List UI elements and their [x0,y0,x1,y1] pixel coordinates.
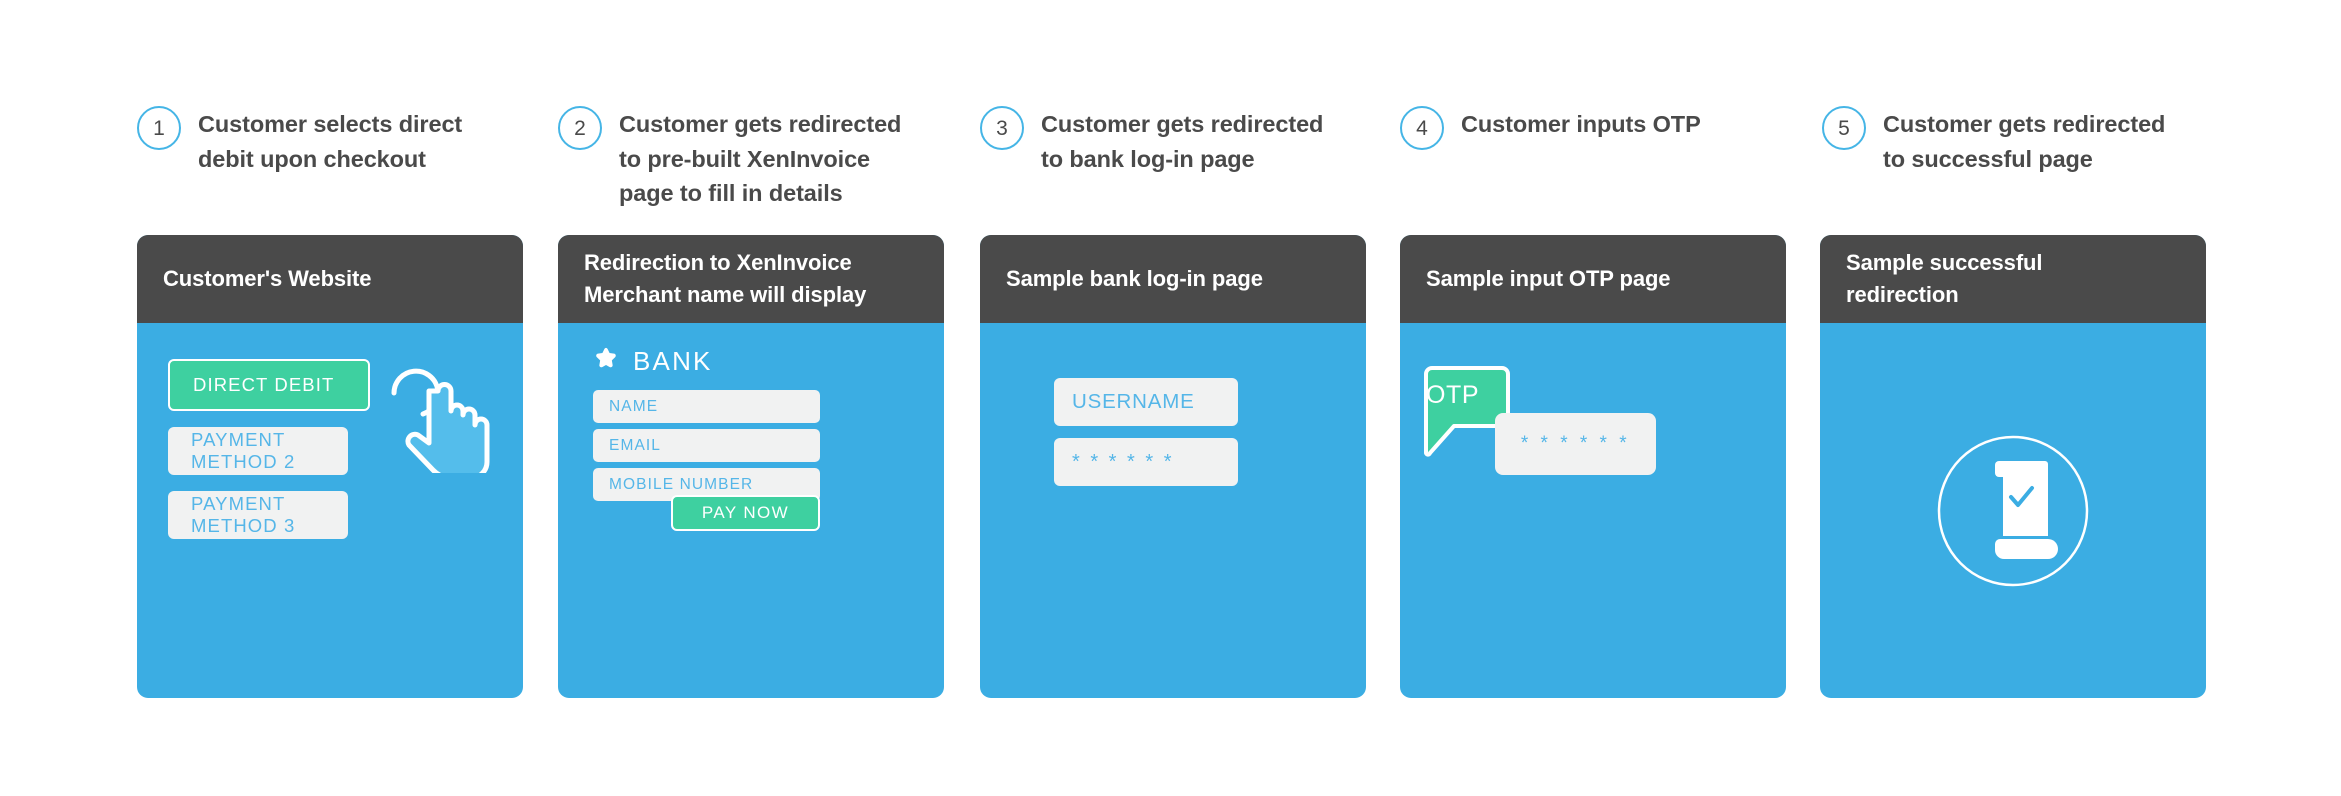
card-body-xeninvoice: BANK NAME EMAIL MOBILE NUMBER PAY NOW [558,323,944,698]
card-header-xeninvoice: Redirection to XenInvoice Merchant name … [558,235,944,323]
card-otp: Sample input OTP page OTP * * * * * * [1400,235,1786,698]
pay-now-button[interactable]: PAY NOW [671,495,820,531]
step-label-1: Customer selects direct debit upon check… [198,111,463,172]
card-header-customer-website: Customer's Website [137,235,523,323]
card-body-success [1820,323,2206,698]
steps-row: 1 Customer selects direct debit upon che… [0,0,2341,210]
step-number-badge-3: 3 [980,106,1024,150]
card-customer-website: Customer's Website DIRECT DEBIT PAYMENT … [137,235,523,698]
otp-input[interactable]: * * * * * * [1495,413,1656,475]
card-xeninvoice: Redirection to XenInvoice Merchant name … [558,235,944,698]
step-item-5: 5 Customer gets redirected to successful… [1822,104,2165,176]
otp-bubble-label: OTP [1426,381,1480,409]
step-number-badge-4: 4 [1400,106,1444,150]
payment-method-list: DIRECT DEBIT PAYMENT METHOD 2 PAYMENT ME… [168,359,468,555]
certificate-check-icon [1937,435,2089,587]
bank-brand-name: BANK [633,346,713,376]
bank-brand: BANK [593,345,713,378]
card-body-otp: OTP * * * * * * [1400,323,1786,698]
password-input[interactable]: * * * * * * [1054,438,1238,486]
card-body-bank-login: USERNAME * * * * * * [980,323,1366,698]
card-bank-login: Sample bank log-in page USERNAME * * * *… [980,235,1366,698]
payment-method-2-button[interactable]: PAYMENT METHOD 2 [168,427,348,475]
email-input[interactable]: EMAIL [593,429,820,462]
card-header-bank-login: Sample bank log-in page [980,235,1366,323]
step-item-4: 4 Customer inputs OTP [1400,104,1701,150]
step-number-badge-5: 5 [1822,106,1866,150]
otp-speech-bubble-icon [1424,365,1512,457]
step-item-2: 2 Customer gets redirected to pre-built … [558,104,901,211]
star-icon [593,345,619,378]
payment-method-direct-debit-button[interactable]: DIRECT DEBIT [168,359,370,411]
card-header-success: Sample successful redirection [1820,235,2206,323]
step-label-4: Customer inputs OTP [1461,111,1701,137]
payment-method-3-button[interactable]: PAYMENT METHOD 3 [168,491,348,539]
username-input[interactable]: USERNAME [1054,378,1238,426]
step-label-2: Customer gets redirected to pre-built Xe… [619,111,902,207]
card-header-otp: Sample input OTP page [1400,235,1786,323]
step-number-badge-1: 1 [137,106,181,150]
step-label-5: Customer gets redirected to successful p… [1883,111,2166,172]
step-label-3: Customer gets redirected to bank log-in … [1041,111,1324,172]
card-body-customer-website: DIRECT DEBIT PAYMENT METHOD 2 PAYMENT ME… [137,323,523,698]
step-number-badge-2: 2 [558,106,602,150]
step-item-3: 3 Customer gets redirected to bank log-i… [980,104,1323,176]
step-item-1: 1 Customer selects direct debit upon che… [137,104,462,176]
card-success: Sample successful redirection [1820,235,2206,698]
name-input[interactable]: NAME [593,390,820,423]
